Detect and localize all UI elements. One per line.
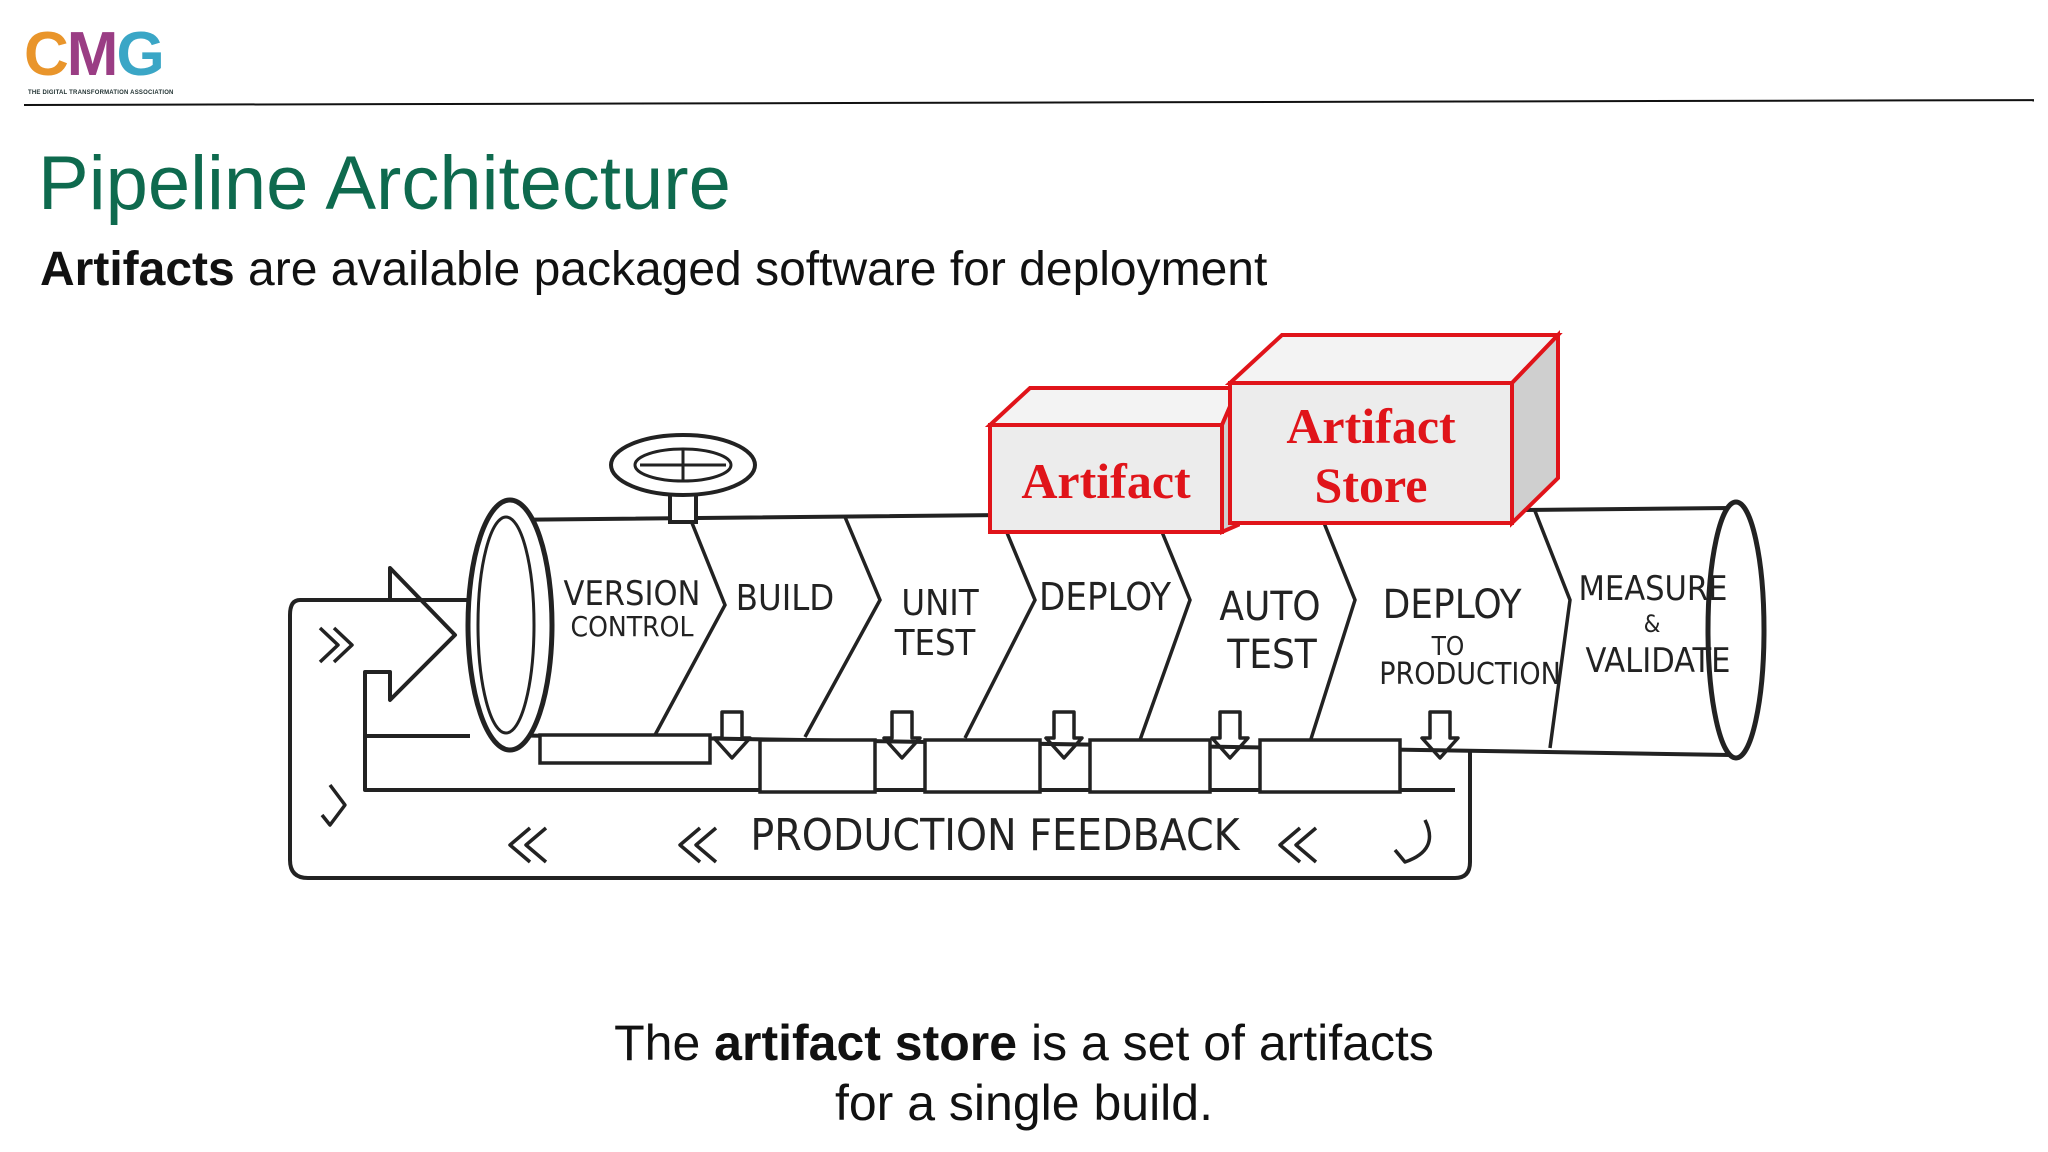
stage-dividers xyxy=(653,510,1572,749)
feedback-arrows xyxy=(318,626,1432,864)
logo-tagline: THE DIGITAL TRANSFORMATION ASSOCIATION xyxy=(28,90,174,96)
stage-label-deploy-to-production-2: TO xyxy=(1431,632,1465,662)
caption-pre: The xyxy=(614,1015,715,1071)
stage-label-unit-test: UNIT xyxy=(901,583,978,624)
page-subtitle: Artifacts are available packaged softwar… xyxy=(40,246,1267,294)
cmg-logo: CMG THE DIGITAL TRANSFORMATION ASSOCIATI… xyxy=(24,24,204,102)
stage-label-build: BUILD xyxy=(736,578,834,619)
stage-labels: VERSION CONTROL BUILD UNIT TEST DEPLOY A… xyxy=(564,569,1731,692)
header-divider xyxy=(23,99,2034,106)
pipe-right-flange xyxy=(1705,499,1767,761)
stage-label-deploy-to-production-3: PRODUCTION xyxy=(1379,657,1561,692)
stage-label-measure-validate: MEASURE xyxy=(1578,569,1727,609)
caption-post: is a set of artifacts xyxy=(1017,1015,1434,1071)
logo-letter-c: C xyxy=(24,20,69,89)
subtitle-rest: are available packaged software for depl… xyxy=(234,243,1268,296)
logo-letter-m: M xyxy=(66,20,119,89)
pipe-left-flange xyxy=(465,497,555,753)
stage-label-auto-test: AUTO xyxy=(1219,584,1320,630)
stage-label-auto-test-2: TEST xyxy=(1226,632,1318,678)
page-title: Pipeline Architecture xyxy=(38,141,731,226)
stage-label-measure-validate-3: VALIDATE xyxy=(1586,641,1731,681)
stage-label-unit-test-2: TEST xyxy=(894,623,976,664)
feedback-loop xyxy=(288,566,1472,880)
artifact-store-label-line1: Artifact xyxy=(1286,398,1456,454)
pipeline-diagram: VERSION CONTROL BUILD UNIT TEST DEPLOY A… xyxy=(288,330,1767,880)
stage-label-version-control-2: CONTROL xyxy=(571,610,694,643)
artifact-store-label-line2: Store xyxy=(1315,457,1428,513)
stage-label-measure-validate-2: & xyxy=(1644,610,1661,638)
logo-wordmark: CMG xyxy=(24,24,204,86)
down-arrows xyxy=(712,710,1460,760)
logo-letter-g: G xyxy=(116,20,164,89)
caption-line-2: for a single build. xyxy=(0,1078,2048,1128)
stage-label-deploy-to-production: DEPLOY xyxy=(1383,582,1523,628)
caption-bold-term: artifact store xyxy=(714,1015,1018,1071)
production-feedback-label: PRODUCTION FEEDBACK xyxy=(750,810,1240,861)
caption-line2: for a single build. xyxy=(834,1075,1213,1131)
valve xyxy=(609,433,757,524)
pipe-slots xyxy=(538,733,1402,794)
artifact-store-box xyxy=(1224,330,1563,528)
stage-label-version-control: VERSION xyxy=(564,574,701,614)
stage-label-deploy: DEPLOY xyxy=(1039,575,1171,619)
caption-line-1: The artifact store is a set of artifacts xyxy=(0,1018,2048,1068)
artifact-label: Artifact xyxy=(1021,453,1191,509)
artifact-box xyxy=(984,386,1242,536)
subtitle-bold-term: Artifacts xyxy=(40,243,235,296)
